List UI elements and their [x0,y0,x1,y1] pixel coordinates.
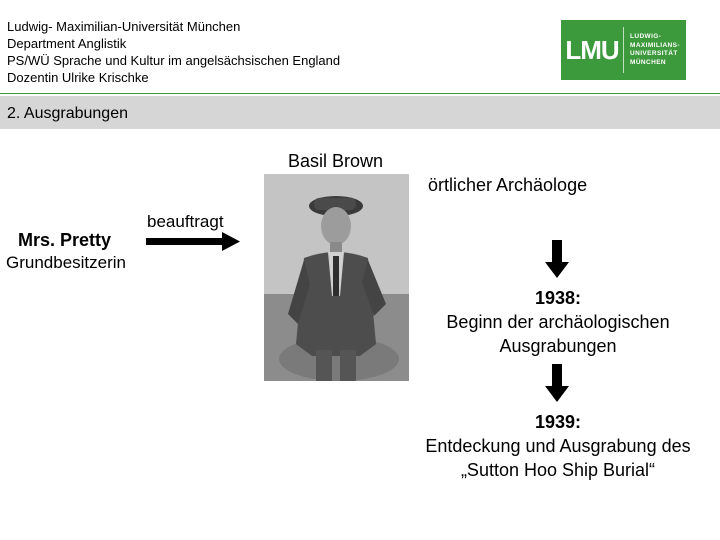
lmu-logo: LMU LUDWIG- MAXIMILIANS- UNIVERSITÄT MÜN… [561,20,686,80]
header-line-department: Department Anglistik [7,36,127,51]
person-photo-icon [264,174,409,381]
timeline-text: Beginn der archäologischen [446,312,670,332]
basil-brown-photo [264,174,409,381]
logo-mark: LMU [565,34,619,65]
pretty-role-label: Grundbesitzerin [6,253,127,272]
arrow-down-icon [545,364,569,402]
logo-line: LUDWIG- [630,33,662,40]
timeline-year: 1939: [534,412,582,432]
section-title: 2. Ausgrabungen [7,105,128,122]
timeline-year: 1938: [534,288,582,308]
arrow-down-icon [545,240,569,278]
mrs-pretty-label: Mrs. Pretty [18,230,112,250]
header-divider [0,93,720,94]
logo-line: MAXIMILIANS- [630,41,680,49]
arrow-right-icon [146,232,240,251]
basil-role-label: örtlicher Archäologe [428,175,588,195]
header-text: Ludwig- Maximilian-Universität München D… [7,18,340,86]
header-line-lecturer: Dozentin Ulrike Krischke [7,70,149,85]
header-line-course: PS/WÜ Sprache und Kultur im angelsächsis… [7,53,341,68]
logo-line: MÜNCHEN [630,58,667,66]
logo-wordmark: LUDWIG- MAXIMILIANS- UNIVERSITÄT MÜNCHEN [624,33,680,67]
logo-separator [623,27,624,73]
timeline-text: „Sutton Hoo Ship Burial“ [460,460,656,480]
logo-line: UNIVERSITÄT [630,50,678,57]
timeline-text: Ausgrabungen [499,336,617,356]
timeline-text: Entdeckung und Ausgrabung des [425,436,691,456]
timeline-1938: 1938: Beginn der archäologischen Ausgrab… [420,286,696,358]
relation-label: beauftragt [147,212,224,231]
basil-brown-label: Basil Brown [288,151,384,171]
header-line-university: Ludwig- Maximilian-Universität München [7,19,241,34]
timeline-1939: 1939: Entdeckung und Ausgrabung des „Sut… [398,410,718,482]
section-bar [0,96,720,129]
